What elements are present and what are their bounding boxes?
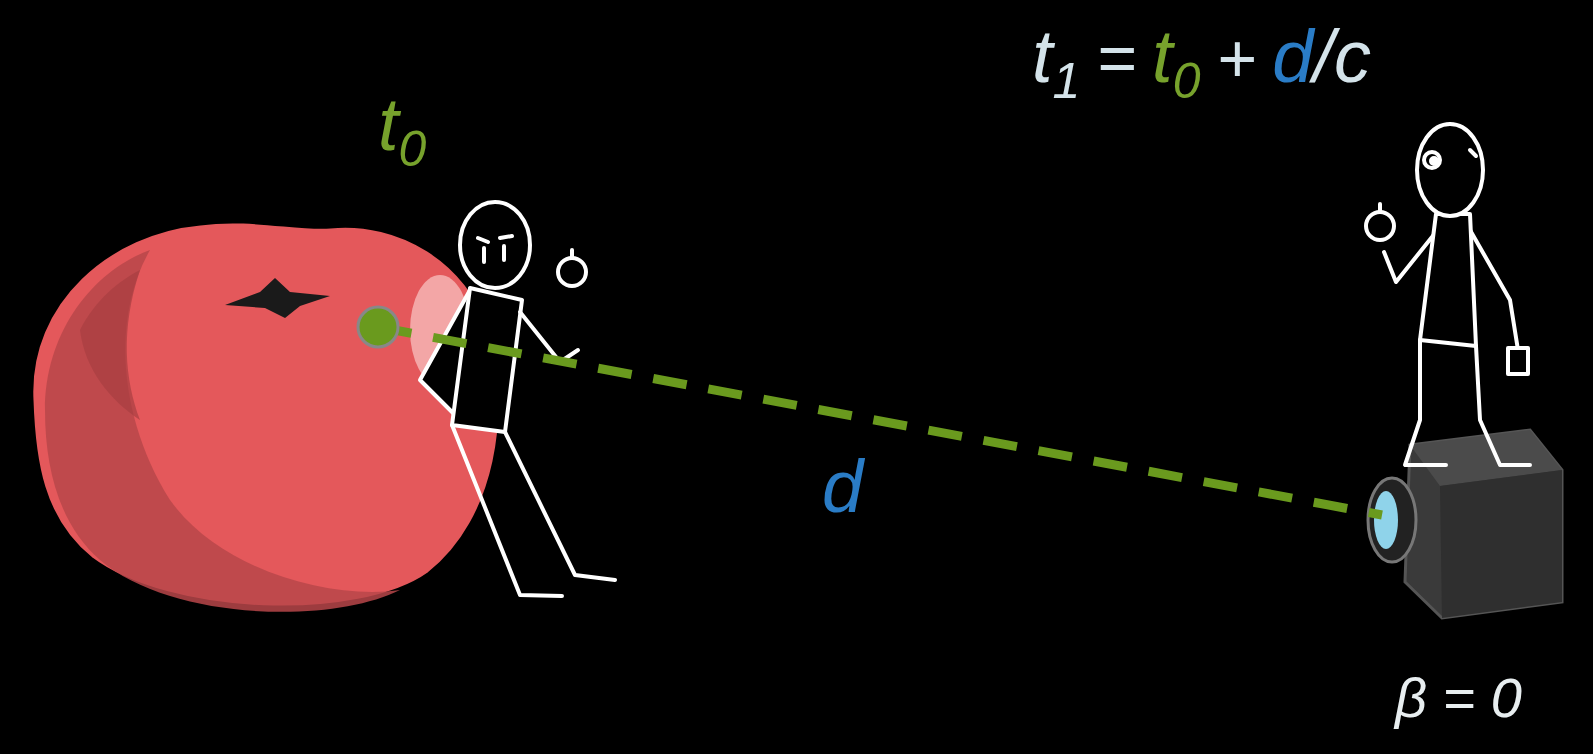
time-label: t0	[378, 88, 426, 162]
symbol: t	[1032, 20, 1053, 94]
tomato	[30, 220, 502, 612]
velocity-label: β = 0	[1395, 670, 1522, 726]
camera	[1368, 430, 1562, 618]
symbol: d	[1272, 20, 1313, 94]
camera-figure	[1366, 124, 1530, 465]
symbol: d	[822, 450, 863, 524]
symbol: t	[378, 88, 399, 162]
light-ray	[358, 307, 1382, 515]
leaning-figure	[420, 202, 615, 596]
symbol: t	[1152, 20, 1173, 94]
distance-label: d	[822, 450, 863, 524]
symbol: β = 0	[1395, 670, 1522, 726]
subscript: 0	[399, 124, 427, 174]
subscript: 1	[1053, 56, 1081, 106]
operator: =	[1096, 24, 1136, 92]
symbol: /c	[1313, 20, 1371, 94]
equation: t1=t0+d/c	[1032, 20, 1371, 94]
subscript: 0	[1173, 56, 1201, 106]
operator: +	[1216, 24, 1256, 92]
